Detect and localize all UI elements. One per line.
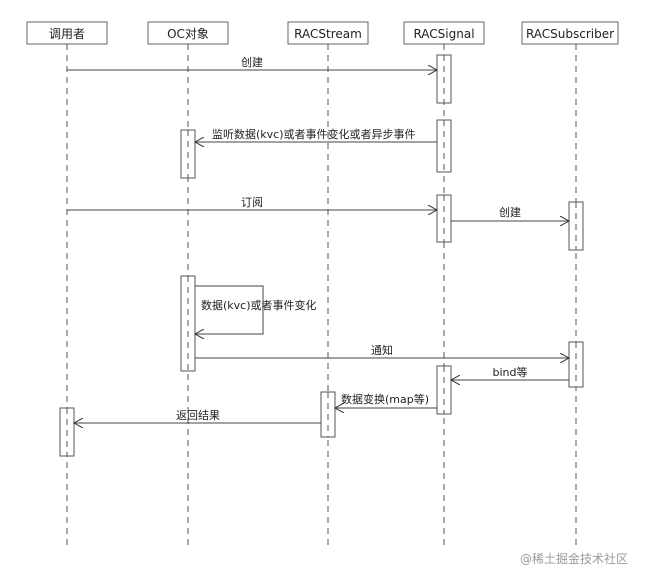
participant-rac-signal-label: RACSignal <box>413 27 474 41</box>
participant-caller: 调用者 <box>26 21 108 45</box>
msg-create-signal-label: 创建 <box>241 55 263 69</box>
participant-oc-object-label: OC对象 <box>167 27 209 41</box>
msg-transform-label: 数据变换(map等) <box>341 392 429 406</box>
watermark: @稀土掘金技术社区 <box>520 551 628 566</box>
participant-rac-subscriber-label: RACSubscriber <box>526 27 614 41</box>
participant-rac-signal: RACSignal <box>403 21 485 45</box>
participant-rac-stream: RACStream <box>287 21 369 45</box>
msg-data-change-label: 数据(kvc)或者事件变化 <box>201 298 317 312</box>
msg-subscribe-label: 订阅 <box>241 196 263 209</box>
msg-bind-label: bind等 <box>493 365 528 379</box>
msg-return-result-label: 返回结果 <box>176 409 220 422</box>
msg-notify-label: 通知 <box>371 343 393 357</box>
msg-create-subscriber-label: 创建 <box>499 205 521 219</box>
participant-oc-object: OC对象 <box>147 21 229 45</box>
participant-caller-label: 调用者 <box>49 27 85 41</box>
participant-rac-subscriber: RACSubscriber <box>521 21 619 45</box>
participant-rac-stream-label: RACStream <box>294 27 362 41</box>
msg-observe-label: 监听数据(kvc)或者事件变化或者异步事件 <box>212 127 416 141</box>
msg-data-change-self-arrow <box>195 285 264 334</box>
